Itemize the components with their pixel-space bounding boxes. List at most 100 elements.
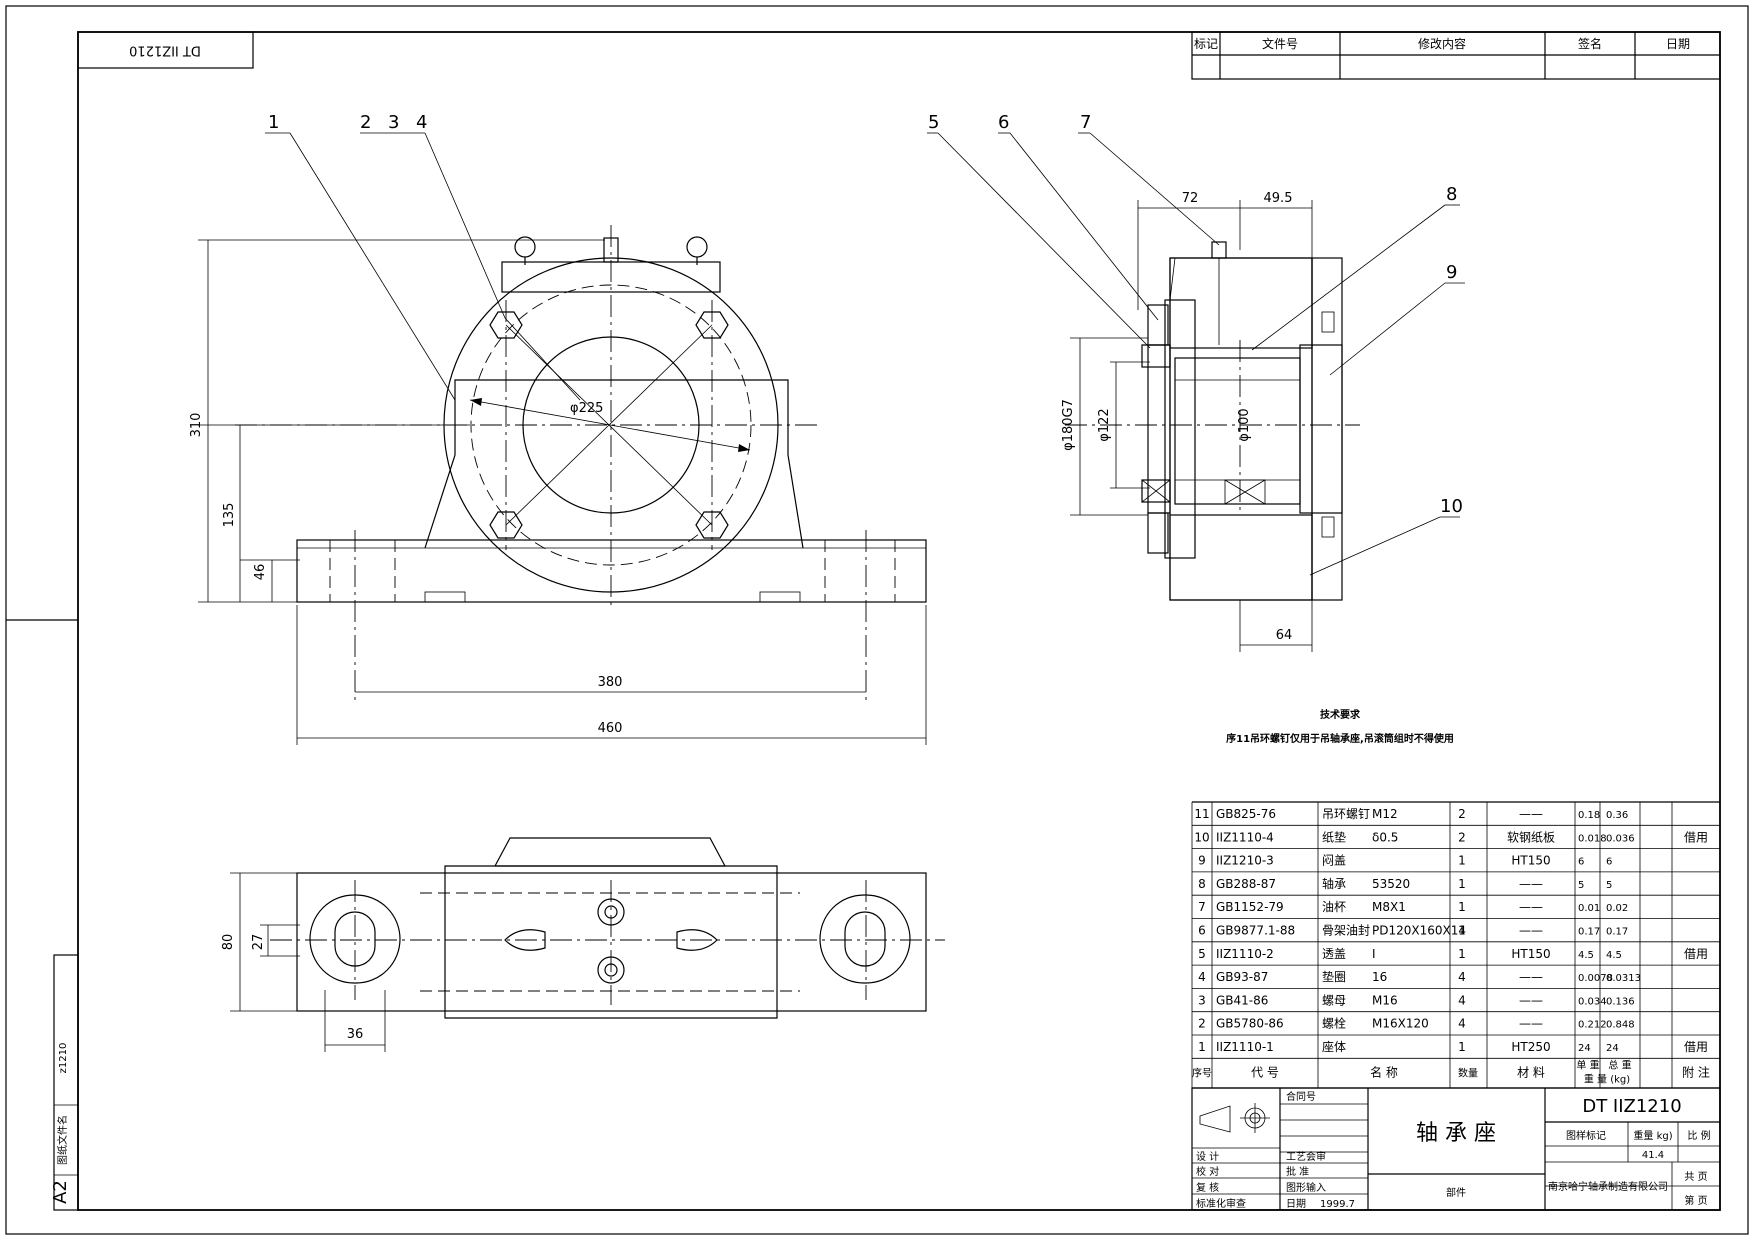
label-10: 10 (1440, 496, 1463, 517)
tb-weight-label: 重量 kg) (1633, 1129, 1672, 1142)
side-strip: A2 图纸文件名 z1210 (50, 954, 79, 1211)
part-spec: 53520 (1372, 877, 1410, 891)
dim-base-length: 460 (598, 721, 623, 736)
part-material: —— (1519, 900, 1543, 914)
part-name: 座体 (1322, 1039, 1346, 1054)
part-spec: M12 (1372, 807, 1398, 821)
tb-stage-label: 图样标记 (1566, 1129, 1606, 1142)
part-code: GB93-87 (1216, 970, 1268, 984)
tb-code: DT IIZ1210 (1582, 1096, 1681, 1117)
tb-date: 1999.7 (1320, 1199, 1355, 1210)
part-note: 借用 (1684, 947, 1708, 961)
part-spec: I (1372, 947, 1376, 961)
part-name: 吊环螺钉 (1322, 807, 1370, 821)
part-code: IIZ1110-2 (1216, 947, 1274, 961)
part-total-weight: 0.17 (1606, 927, 1628, 938)
part-qty: 1 (1458, 1040, 1466, 1054)
part-name: 轴承 (1322, 876, 1346, 891)
part-total-weight: 5 (1606, 880, 1612, 891)
part-spec: PD120X160X14 (1372, 924, 1466, 938)
part-name: 纸垫 (1322, 829, 1346, 844)
lifting-eye-icon (686, 236, 708, 258)
part-no: 6 (1198, 924, 1206, 938)
code-box (77, 31, 254, 69)
dim-72: 72 (1182, 191, 1199, 206)
tb-part-name: 轴 承 座 (1416, 1121, 1496, 1146)
part-unit-weight: 0.034 (1578, 996, 1607, 1007)
dim-bolt-circle: φ225 (570, 401, 603, 416)
dim-49-5: 49.5 (1264, 191, 1293, 206)
part-total-weight: 0.02 (1606, 903, 1628, 914)
tech-req-line: 序11吊环螺钉仅用于吊轴承座,吊滚筒组时不得使用 (1226, 732, 1454, 745)
part-qty: 4 (1458, 1017, 1466, 1031)
top-view: 80 27 36 (221, 837, 945, 1052)
part-name: 骨架油封 (1322, 924, 1370, 938)
tb-contract: 合同号 (1286, 1090, 1316, 1103)
part-unit-weight: 0.01 (1578, 903, 1600, 914)
bolt-nut (489, 511, 523, 539)
part-no: 1 (1198, 1040, 1206, 1054)
header-unit-weight: 单 重 (1576, 1058, 1599, 1071)
part-note: 借用 (1684, 830, 1708, 844)
part-name: 螺母 (1322, 993, 1346, 1007)
part-material: HT150 (1511, 854, 1550, 868)
file-label: 图纸文件名 (56, 1115, 69, 1165)
part-no: 3 (1198, 993, 1206, 1007)
part-material: —— (1519, 807, 1543, 821)
tb-role-input: 图形输入 (1286, 1181, 1326, 1194)
section-view: 72 49.5 64 φ180G7 φ122 φ100 5 6 7 8 9 10 (927, 112, 1465, 652)
part-code: GB9877.1-88 (1216, 924, 1295, 938)
projection-symbol-icon (1199, 1105, 1231, 1133)
dim-center-height: 135 (222, 503, 237, 528)
part-qty: 2 (1458, 807, 1466, 821)
file-name: z1210 (58, 1043, 69, 1074)
tb-role-review: 复 核 (1196, 1181, 1219, 1194)
part-total-weight: 24 (1606, 1043, 1619, 1054)
dim-seal-dia: φ122 (1097, 408, 1112, 441)
part-code: GB288-87 (1216, 877, 1276, 891)
part-material: HT150 (1511, 947, 1550, 961)
part-unit-weight: 0.0078 (1578, 973, 1613, 984)
tb-role-approve: 批 准 (1286, 1165, 1309, 1178)
part-unit-weight: 0.18 (1578, 810, 1600, 821)
bolt-nut (695, 511, 729, 539)
part-no: 4 (1198, 970, 1206, 984)
base-plate (296, 539, 927, 603)
part-material: HT250 (1511, 1040, 1550, 1054)
part-material: —— (1519, 877, 1543, 891)
part-total-weight: 0.848 (1606, 1020, 1635, 1031)
part-name: 垫圈 (1322, 969, 1346, 984)
tb-total-sheets: 共 页 (1684, 1171, 1707, 1183)
dim-64: 64 (1276, 628, 1293, 643)
part-unit-weight: 4.5 (1578, 950, 1594, 961)
part-qty: 1 (1458, 900, 1466, 914)
rev-header-content: 修改内容 (1418, 36, 1466, 51)
header-weight-unit: 重 量 (kg) (1584, 1072, 1630, 1085)
part-material: —— (1519, 993, 1543, 1007)
sheet-size: A2 (50, 1180, 71, 1204)
part-unit-weight: 5 (1578, 880, 1584, 891)
part-code: GB1152-79 (1216, 900, 1284, 914)
part-spec: M16 (1372, 993, 1398, 1007)
bolt-nut (489, 311, 523, 339)
part-total-weight: 0.0313 (1606, 973, 1641, 984)
part-name: 闷盖 (1322, 853, 1346, 868)
part-spec: 16 (1372, 970, 1387, 984)
inner-frame (77, 31, 1721, 1211)
tb-role-design: 设 计 (1196, 1150, 1219, 1163)
part-name: 螺栓 (1322, 1016, 1346, 1031)
dim-shaft-dia: φ100 (1237, 408, 1252, 441)
part-code: GB41-86 (1216, 993, 1268, 1007)
part-spec: M16X120 (1372, 1017, 1429, 1031)
dim-base-height: 46 (253, 564, 268, 581)
tb-role-process: 工艺会审 (1286, 1150, 1326, 1163)
part-qty: 2 (1458, 830, 1466, 844)
part-total-weight: 6 (1606, 857, 1612, 868)
label-9: 9 (1446, 262, 1457, 283)
rev-header-doc: 文件号 (1262, 36, 1298, 51)
part-unit-weight: 0.212 (1578, 1020, 1607, 1031)
header-name: 名 称 (1370, 1064, 1398, 1079)
label-1: 1 (268, 112, 279, 133)
